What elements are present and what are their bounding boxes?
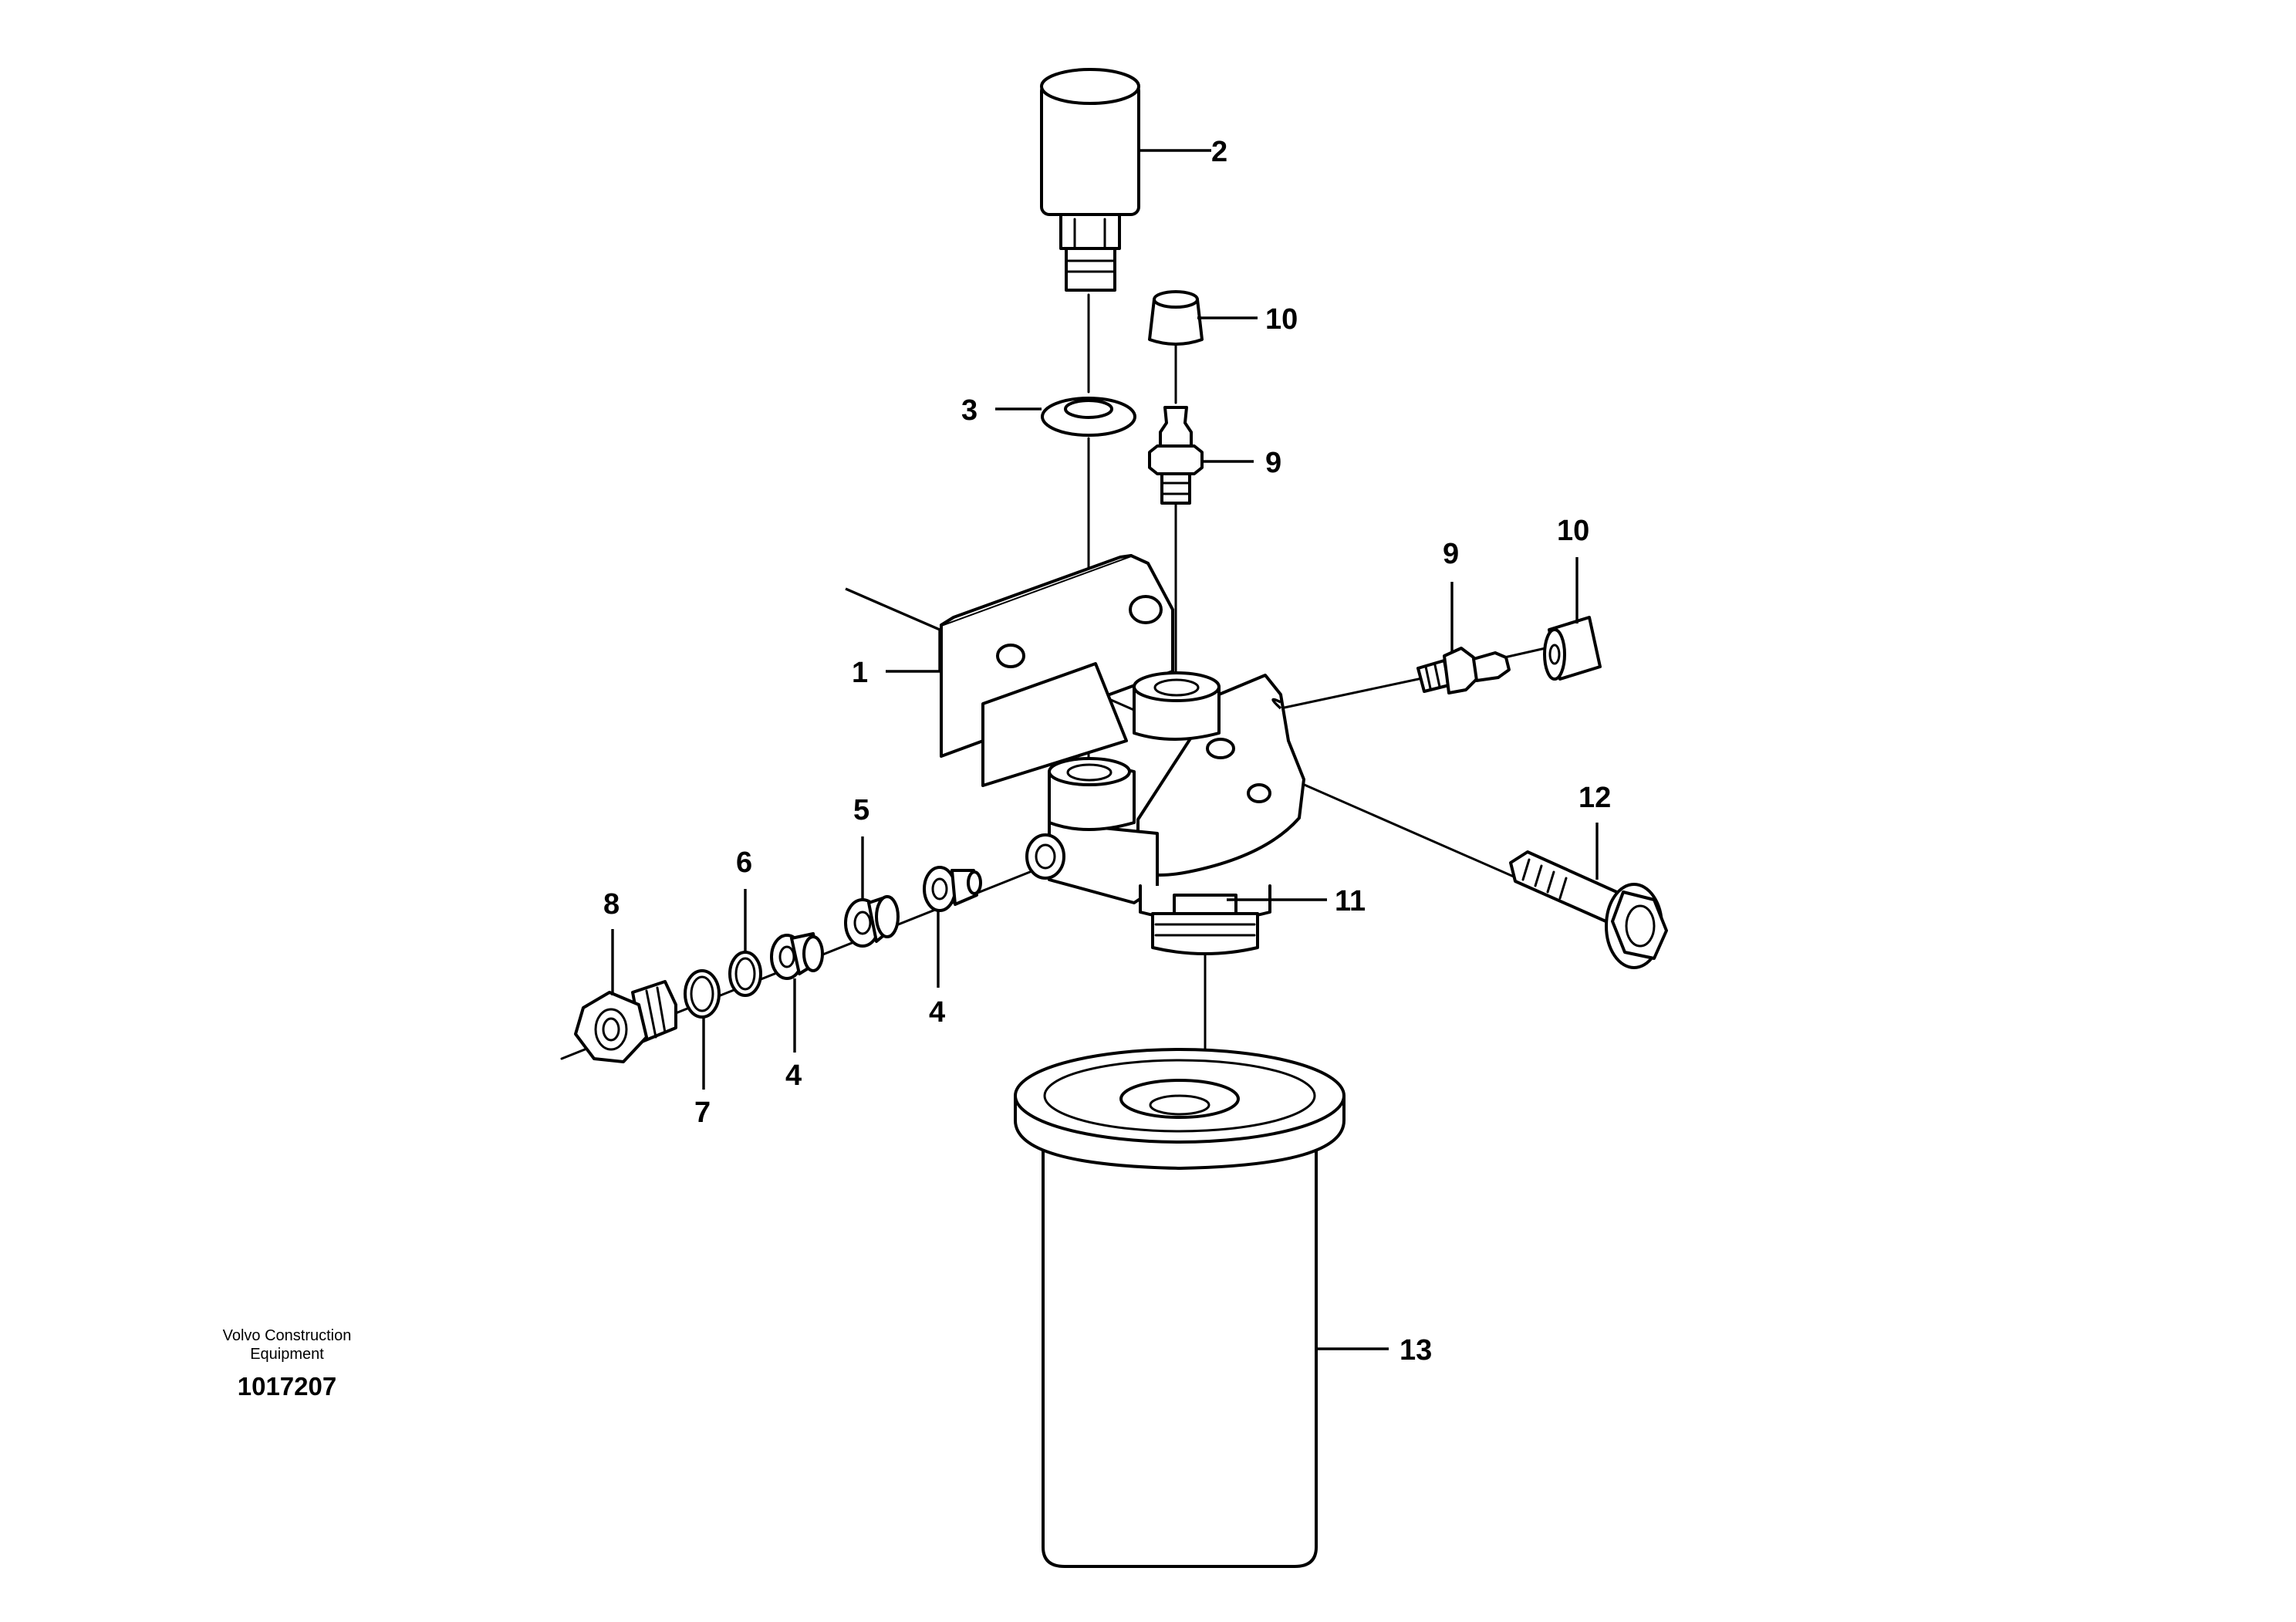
callout-labels: 1 2 3 4 4 5 6 7 8 9 9 10 10 11 12 13 [603,136,1611,1367]
part-10-right-cap [1543,616,1602,681]
part-7-o-ring [684,969,721,1019]
callout-8: 8 [603,888,620,921]
callout-11: 11 [1335,885,1366,917]
part-10-upper-cap [1148,290,1204,346]
callout-10-right: 10 [1557,515,1589,547]
part-4-left-valve [770,932,824,980]
part-13-filter-cartridge [1014,1048,1346,1568]
callout-10-upper: 10 [1265,303,1298,336]
part-5-spring-seat [844,895,900,948]
part-9-upper-nipple [1148,406,1204,505]
part-12-flange-bolt [1509,850,1668,969]
callout-13: 13 [1400,1334,1432,1367]
callout-2: 2 [1211,136,1227,168]
callout-5: 5 [853,794,869,826]
callout-9-right: 9 [1443,538,1459,570]
part-8-plug [574,980,677,1063]
document-number: 1017207 [238,1372,336,1401]
part-9-right-nipple [1416,647,1511,694]
callout-4-left: 4 [785,1059,802,1092]
callout-4-right: 4 [929,996,945,1029]
callout-12: 12 [1578,782,1611,814]
brand-line-2: Equipment [250,1346,324,1363]
brand-line-1: Volvo Construction [223,1327,352,1344]
callout-1: 1 [852,657,868,689]
part-3-washer [1041,397,1136,437]
leader-lines [611,149,1599,1350]
part-11-threaded-nipple [1151,894,1259,955]
part-4-right-valve [923,866,982,912]
callout-9-upper: 9 [1265,447,1281,479]
callout-6: 6 [736,846,752,879]
callout-3: 3 [961,394,977,427]
brand-block: Volvo Construction Equipment 1017207 [223,1327,352,1401]
part-6-o-ring [728,951,762,997]
callout-7: 7 [694,1097,711,1129]
part-1-filter-head [940,554,1305,922]
part-2-sensor [1040,68,1140,292]
